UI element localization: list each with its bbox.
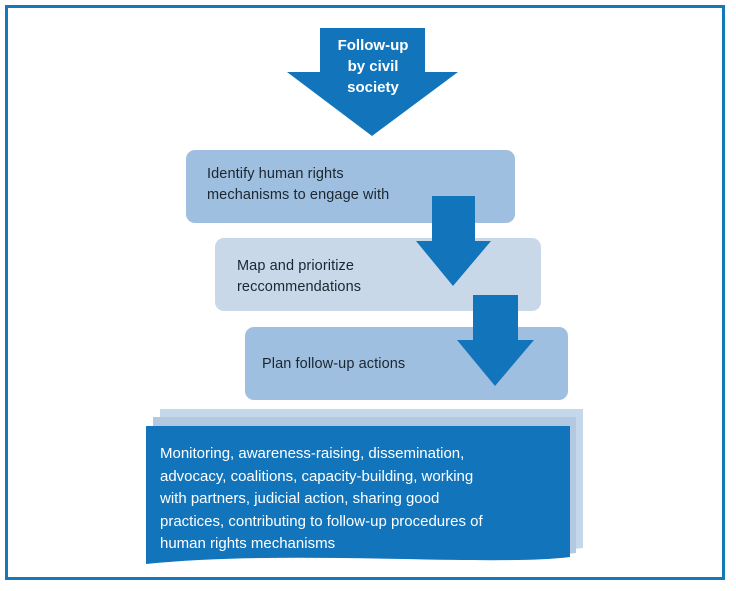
title-arrow-shape: [287, 28, 458, 136]
outcome-label: Monitoring, awareness-raising, dissemina…: [160, 445, 483, 552]
title-arrow-label: Follow-up by civil society: [337, 37, 409, 96]
step-1-label: Identify human rights mechanisms to enga…: [207, 166, 390, 203]
connector-arrow-1-overlay: [416, 238, 491, 286]
connector-arrow-2-overlay: [457, 327, 534, 386]
outcome-stack-layer-front: [146, 426, 570, 564]
step-2-label: Map and prioritize reccommendations: [237, 258, 362, 295]
step-3-label: Plan follow-up actions: [262, 356, 406, 372]
